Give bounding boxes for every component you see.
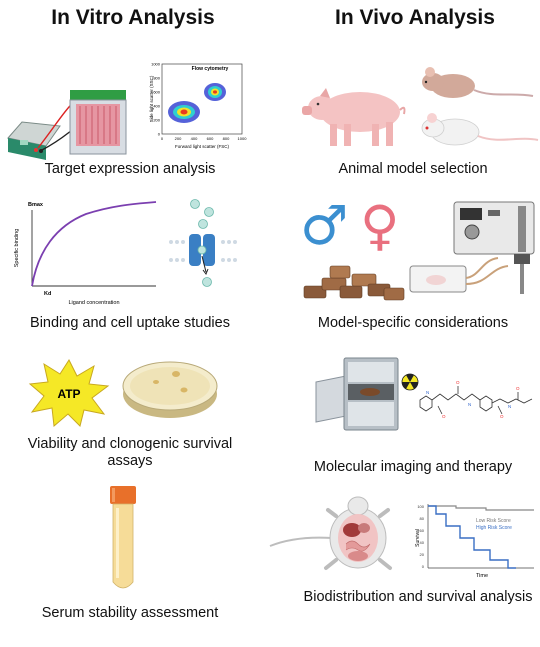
flow-y-tick: 200 — [153, 118, 160, 123]
serum-tube-illustration — [110, 486, 136, 589]
binding-curve-plot: Bmax Specific binding Kd Ligand concentr… — [14, 201, 157, 306]
imaging-apparatus-illustration — [409, 201, 535, 294]
svg-text:60: 60 — [420, 528, 425, 533]
binding-ylabel: Specific binding — [14, 229, 20, 268]
in-vivo-heading: In Vivo Analysis — [335, 6, 495, 29]
caption-serum-stability: Serum stability assessment — [41, 605, 219, 621]
svg-text:80: 80 — [420, 516, 425, 521]
svg-text:O: O — [456, 380, 460, 385]
legend-low-risk: Low Risk Score — [476, 518, 511, 524]
caption-biodistribution: Biodistribution and survival analysis — [303, 589, 533, 605]
flow-xlabel: Forward light scatter (FSC) — [175, 144, 230, 149]
flow-x-tick: 600 — [207, 136, 214, 141]
male-symbol-icon: ♂ — [300, 194, 349, 257]
flow-y-tick: 800 — [153, 76, 160, 81]
high-risk-curve — [428, 505, 516, 569]
svg-text:N: N — [508, 404, 511, 409]
flow-plot-title: Flow cytometry — [192, 66, 229, 72]
survival-curve-plot: 100 80 60 40 20 0 Low Risk Score High Ri… — [415, 504, 534, 579]
svg-text:0: 0 — [422, 564, 425, 569]
brown-mouse-illustration — [422, 67, 534, 98]
flow-cytometry-plot: Flow cytometry 00 200 200 400 400 600 600 800 80… — [149, 62, 247, 150]
flow-population-high — [204, 83, 226, 101]
svg-text:O: O — [516, 386, 520, 391]
bmax-label: Bmax — [28, 202, 44, 208]
female-symbol-icon: ♀ — [360, 194, 400, 257]
flow-x-tick: 400 — [191, 136, 198, 141]
caption-binding-uptake: Binding and cell uptake studies — [30, 315, 230, 331]
flow-x-tick: 200 — [175, 136, 182, 141]
flow-y-tick: 1000 — [151, 62, 161, 67]
svg-text:100: 100 — [417, 504, 424, 509]
flow-y-tick: 600 — [153, 90, 160, 95]
atp-burst-illustration: ATP — [28, 358, 110, 427]
caption-molecular-imaging: Molecular imaging and therapy — [313, 459, 513, 475]
flow-x-tick: 1000 — [238, 136, 248, 141]
binding-xlabel: Ligand concentration — [68, 300, 119, 306]
survival-ylabel: Survival — [415, 529, 421, 547]
in-vitro-heading: In Vitro Analysis — [51, 6, 215, 29]
flow-population-low — [168, 101, 200, 123]
caption-animal-model: Animal model selection — [338, 161, 488, 177]
flow-x-tick: 800 — [223, 136, 230, 141]
svg-text:40: 40 — [420, 540, 425, 545]
svg-text:O: O — [500, 414, 504, 419]
kd-label: Kd — [44, 291, 51, 297]
low-risk-curve — [428, 505, 534, 511]
flow-axis-ticks: 00 200 200 400 400 600 600 800 800 1000 1000 — [151, 62, 247, 142]
cell-uptake-transporter-illustration — [169, 199, 237, 287]
flow-y-tick: 400 — [153, 104, 160, 109]
white-mouse-illustration — [421, 113, 539, 146]
binding-curve — [31, 201, 157, 287]
legend-high-risk: High Risk Score — [476, 525, 512, 531]
pig-illustration — [302, 88, 406, 146]
caption-viability: Viability and clonogenic survival assays — [27, 436, 233, 469]
svg-text:N: N — [426, 390, 429, 395]
survival-xlabel: Time — [476, 573, 488, 579]
flow-ylabel: Side light scatter (SSC) — [149, 75, 154, 122]
flow-y-tick: 0 — [158, 132, 161, 137]
caption-model-considerations: Model-specific considerations — [317, 315, 509, 331]
electrophoresis-illustration — [7, 90, 127, 160]
flow-x-tick: 0 — [161, 136, 164, 141]
animal-chow-illustration — [303, 265, 405, 301]
svg-text:N: N — [468, 402, 471, 407]
radiopharmaceutical-molecule-illustration: O O O O N N N — [401, 373, 533, 419]
svg-text:O: O — [442, 414, 446, 419]
scanner-illustration — [315, 357, 399, 431]
petri-dish-illustration — [122, 361, 218, 418]
atp-label: ATP — [57, 387, 80, 401]
caption-target-expression: Target expression analysis — [44, 161, 216, 177]
dissected-mouse-illustration — [269, 496, 392, 570]
svg-text:20: 20 — [420, 552, 425, 557]
